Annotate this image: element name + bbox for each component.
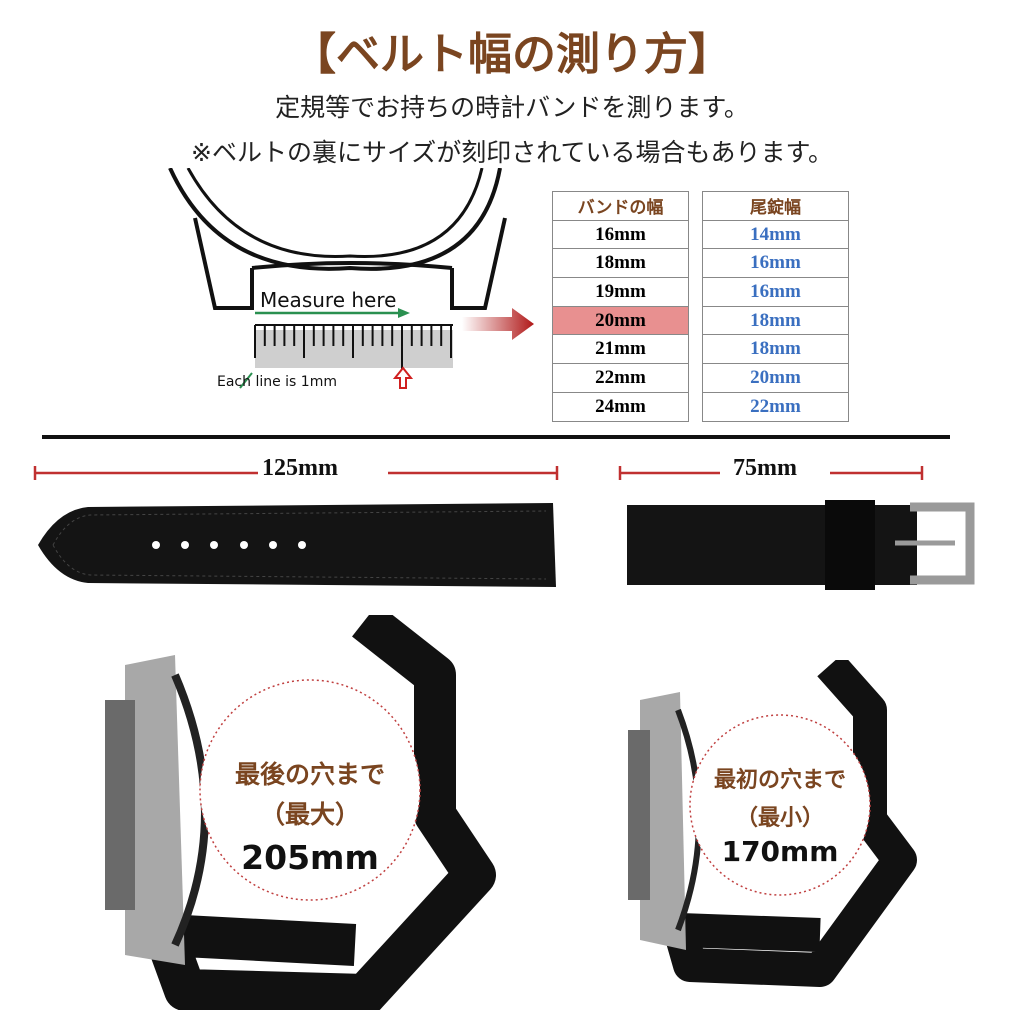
buckle-cell: 22mm [702,391,849,422]
buckle-cell: 16mm [702,277,849,307]
buckle-width-table: 尾錠幅 14mm 16mm 16mm 18mm 18mm 20mm 22mm [702,191,849,422]
watch-lug-diagram [168,168,507,389]
long-strap-length: 125mm [262,455,338,481]
buckle-cell: 16mm [702,248,849,279]
buckle-header: 尾錠幅 [702,191,849,221]
divider [42,435,950,439]
band-cell: 24mm [552,391,689,422]
arrow-up-icon [392,366,414,389]
max-label: 最後の穴まで [234,760,385,789]
min-label: 最初の穴まで [713,768,846,793]
min-value: 170mm [721,835,839,868]
band-cell: 16mm [552,219,689,250]
measure-label: Measure here [260,288,397,312]
page-title: 【ベルト幅の測り方】 [292,29,732,80]
band-cell: 22mm [552,363,689,393]
long-strap-image [38,503,556,587]
line-label: Each line is 1mm [217,374,337,390]
watch-min-image [628,660,917,987]
short-strap-image [627,500,975,590]
band-cell: 21mm [552,334,689,365]
band-header: バンドの幅 [552,191,689,221]
right-arrow-icon [462,308,534,340]
length-markers [33,466,924,480]
max-label-sub: （最大） [259,800,360,829]
max-value: 205mm [241,838,379,877]
band-cell: 19mm [552,277,689,307]
band-cell-highlighted: 20mm [552,305,689,336]
band-cell: 18mm [552,248,689,279]
subtitle: 定規等でお持ちの時計バンドを測ります。 [275,93,749,122]
buckle-cell: 20mm [702,363,849,393]
buckle-cell: 18mm [702,305,849,336]
band-width-table: バンドの幅 16mm 18mm 19mm 20mm 21mm 22mm 24mm [552,191,689,422]
min-label-sub: （最小） [735,806,824,831]
short-strap-length: 75mm [733,455,797,481]
watch-max-image [105,615,496,1010]
note: ※ベルトの裏にサイズが刻印されている場合もあります。 [191,138,833,167]
buckle-cell: 18mm [702,334,849,365]
buckle-cell: 14mm [702,219,849,250]
